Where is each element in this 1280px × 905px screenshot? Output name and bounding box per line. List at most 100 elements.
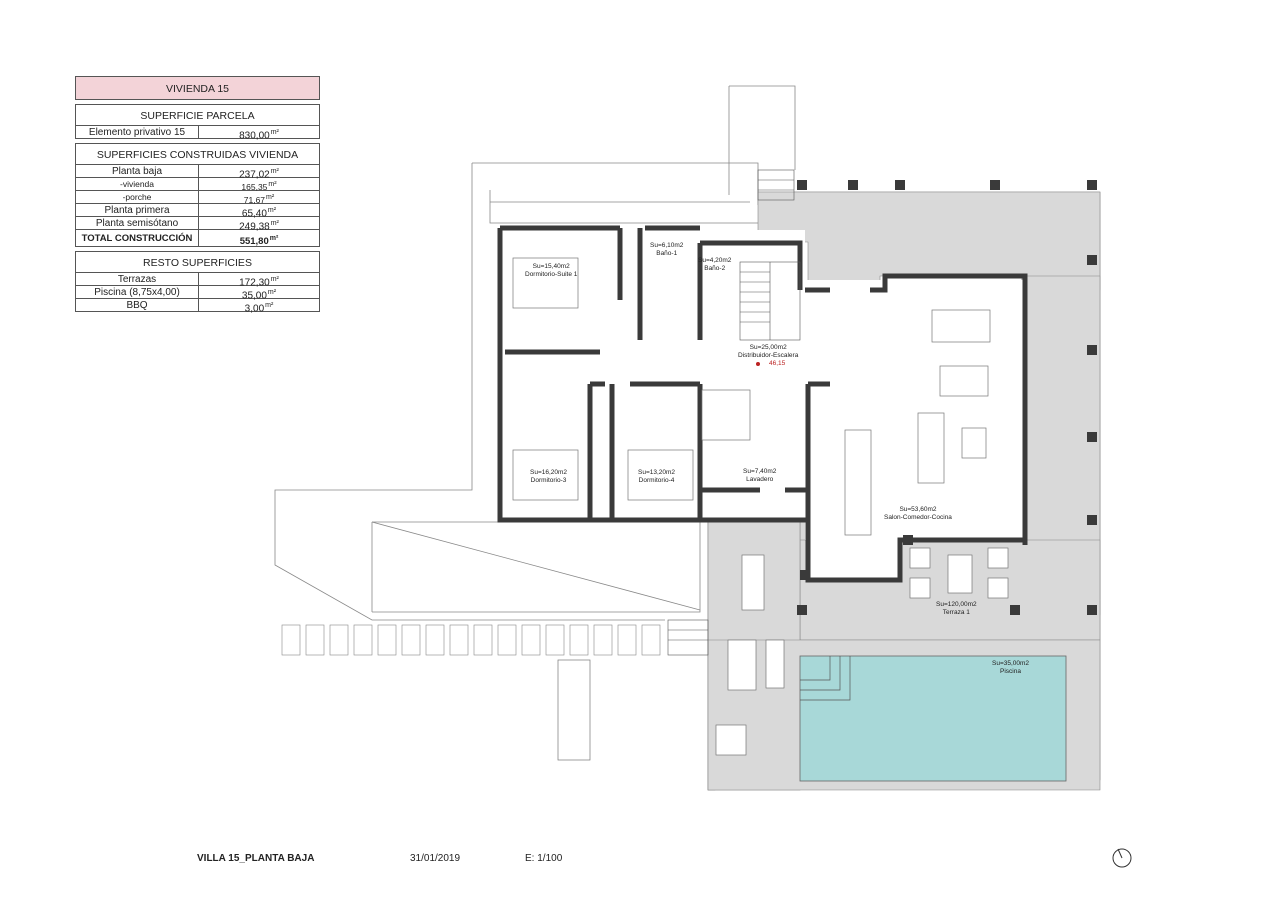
total-label: TOTAL CONSTRUCCIÓN (76, 230, 199, 246)
room-area: Su=6,10m2 (650, 242, 684, 249)
columns (797, 180, 1097, 615)
bbq (715, 724, 747, 756)
row-value: 249,38 (239, 221, 270, 233)
row-label: Piscina (8,75x4,00) (76, 286, 199, 298)
section-construidas-header: SUPERFICIES CONSTRUIDAS VIVIENDA (75, 143, 320, 165)
row-label: Planta baja (76, 165, 199, 177)
row-unit: m² (268, 181, 277, 188)
row-value: 3,00 (244, 303, 265, 315)
room-area: Su=25,00m2 (749, 344, 787, 351)
table-row: -porche 71,67m² (75, 191, 320, 205)
room-area: Su=13,20m2 (638, 469, 676, 476)
room-label-salon: Su=53,60m2 Salon-Comedor-Cocina (884, 506, 952, 522)
table-row: -vivienda 165,35m² (75, 178, 320, 192)
row-unit: m² (270, 168, 279, 175)
sunbed (765, 639, 785, 689)
sunbed-2 (727, 639, 757, 691)
room-label-piscina: Su=35,00m2 Piscina (992, 660, 1029, 676)
dining-table (931, 309, 991, 343)
room-label-distribuidor: Su=25,00m2 Distribuidor-Escalera 46,15 (738, 344, 798, 368)
room-area: Su=53,60m2 (899, 506, 937, 513)
row-label: -vivienda (76, 178, 199, 190)
room-label-bano1: Su=6,10m2 Baño-1 (650, 242, 683, 258)
room-name: Dormitorio-3 (530, 477, 567, 484)
room-area: Su=7,40m2 (743, 468, 777, 475)
room-label-suite: Su=15,40m2 Dormitorio-Suite 1 (525, 263, 577, 279)
row-unit: m² (265, 302, 274, 309)
row-value: 35,00 (241, 290, 267, 302)
room-label-bano2: Su=4,20m2 Baño-2 (698, 257, 731, 273)
room-area: Su=120,00m2 (936, 601, 977, 608)
room-name: Dormitorio-Suite 1 (525, 271, 578, 278)
shower (701, 389, 751, 441)
area-table: VIVIENDA 15 SUPERFICIE PARCELA Elemento … (75, 76, 320, 315)
section-parcela-header: SUPERFICIE PARCELA (75, 104, 320, 126)
bed-dorm4 (627, 449, 694, 501)
sofa-long (917, 412, 945, 484)
total-value: 551,80 (239, 236, 269, 248)
level-marker (756, 362, 760, 366)
table-row: Planta baja 237,02m² (75, 165, 320, 181)
row-value: 237,02 (239, 169, 270, 181)
kitchen-island (844, 429, 872, 536)
walls (497, 225, 1028, 583)
room-label-terraza: Su=120,00m2 Terraza 1 (936, 601, 977, 617)
row-value: 65,40 (241, 208, 267, 220)
row-unit: m² (270, 276, 279, 283)
row-unit: m² (267, 207, 277, 214)
furniture (512, 257, 1009, 761)
total-row: TOTAL CONSTRUCCIÓN 551,80m² (75, 230, 320, 247)
table-row: Elemento privativo 15 830,00m² (75, 126, 320, 142)
room-area: Su=4,20m2 (698, 257, 732, 264)
row-unit: m² (270, 220, 279, 227)
room-name: Distribuidor-Escalera (738, 352, 799, 359)
plan-scale: E: 1/100 (525, 853, 563, 864)
room-label-lavadero: Su=7,40m2 Lavadero (743, 468, 776, 484)
row-label: Planta semisótano (76, 217, 199, 229)
row-unit: m² (267, 289, 277, 296)
row-label: Terrazas (76, 273, 199, 285)
total-unit: m² (269, 235, 279, 242)
room-label-dorm3: Su=16,20m2 Dormitorio-3 (530, 469, 567, 485)
room-label-dorm4: Su=13,20m2 Dormitorio-4 (638, 469, 675, 485)
row-label: BBQ (76, 299, 199, 311)
row-value: 830,00 (239, 130, 270, 142)
bbq-block (557, 659, 591, 761)
row-value: 165,35 (241, 181, 268, 192)
section-resto-header: RESTO SUPERFICIES (75, 251, 320, 273)
terrace-table (947, 554, 973, 594)
table-title: VIVIENDA 15 (75, 76, 320, 100)
bed-dorm3 (512, 449, 579, 501)
coffee-table (961, 427, 987, 459)
room-area: Su=15,40m2 (532, 263, 570, 270)
room-name: Terraza 1 (942, 609, 970, 616)
room-name: Salon-Comedor-Cocina (884, 514, 952, 521)
staircase (667, 169, 801, 656)
table-row: Planta semisótano 249,38m² (75, 217, 320, 233)
table-row: Terrazas 172,30m² (75, 273, 320, 289)
row-label: -porche (76, 191, 199, 203)
row-value: 172,30 (239, 277, 270, 289)
paving-tiles (281, 624, 661, 656)
room-name: Piscina (1000, 668, 1021, 675)
room-area: Su=35,00m2 (992, 660, 1030, 667)
plan-date: 31/01/2019 (410, 853, 461, 864)
room-name: Dormitorio-4 (638, 477, 675, 484)
outdoor-dining (741, 554, 765, 611)
plan-title: VILLA 15_PLANTA BAJA (197, 853, 315, 864)
bed-suite (512, 257, 579, 309)
sofa (939, 365, 989, 397)
row-label: Planta primera (76, 204, 199, 216)
table-row: Piscina (8,75x4,00) 35,00m² (75, 286, 320, 302)
north-arrow-icon (1112, 848, 1132, 868)
row-value: 71,67 (243, 194, 266, 205)
row-unit: m² (266, 194, 275, 201)
table-row: Planta primera 65,40m² (75, 204, 320, 220)
room-name: Baño-1 (656, 250, 678, 257)
pool (799, 655, 1067, 782)
table-row: BBQ 3,00m² (75, 299, 320, 315)
row-label: Elemento privativo 15 (76, 126, 199, 138)
room-name: Lavadero (746, 476, 774, 483)
row-unit: m² (270, 129, 279, 136)
